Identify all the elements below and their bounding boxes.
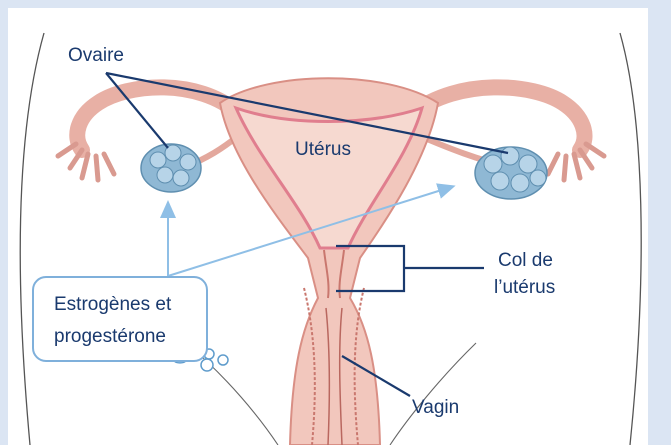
ovary-left xyxy=(141,144,201,192)
illustration-panel: Ovaire Utérus Col de l’utérus Vagin Estr… xyxy=(8,8,648,445)
label-ovaire: Ovaire xyxy=(68,46,124,65)
label-col-line1: Col de xyxy=(498,251,553,270)
ovary-right xyxy=(475,147,547,199)
label-col-line2: l’utérus xyxy=(494,278,555,297)
label-uterus: Utérus xyxy=(295,140,351,159)
fallopian-tube-left xyxy=(77,87,238,150)
body-outline-left xyxy=(20,33,44,445)
anatomy-illustration xyxy=(8,8,648,445)
body-outline-right xyxy=(620,33,641,445)
label-vagin: Vagin xyxy=(412,398,459,417)
leg-outline-right xyxy=(390,343,476,445)
callout-line1: Estrogènes et xyxy=(54,294,171,316)
callout-line2: progestérone xyxy=(54,326,166,348)
hormone-callout: Estrogènes et progestérone xyxy=(32,276,208,362)
